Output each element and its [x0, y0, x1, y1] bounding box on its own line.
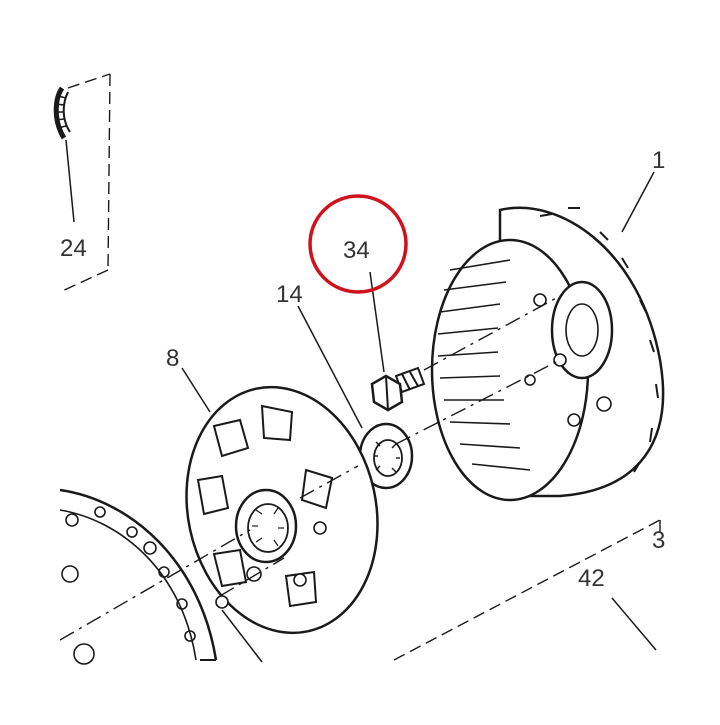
small-ball-part: [215, 595, 229, 609]
leader-line-14: [297, 305, 363, 429]
leader-line-42: [611, 597, 657, 651]
part-42-clutch-basket: [430, 206, 665, 502]
leader-line-lower: [221, 609, 263, 663]
callout-24: 24: [60, 235, 87, 262]
sub-assembly-frame: [59, 73, 111, 293]
callout-42: 42: [578, 565, 605, 592]
callout-34: 34: [343, 237, 370, 264]
callout-1: 1: [652, 147, 665, 174]
leader-line-8: [181, 367, 211, 413]
part-14-lock-washer: [358, 422, 414, 490]
part-34-bolt: [370, 366, 426, 412]
leader-line-24: [65, 139, 75, 223]
part-24-circlip: [53, 86, 71, 140]
callout-8: 8: [166, 345, 179, 372]
callout-14: 14: [276, 281, 303, 308]
callout-3: 3: [652, 527, 665, 554]
part-8-clutch-hub: [185, 385, 379, 635]
clutch-cover-part: [59, 488, 218, 665]
highlight-circle-34: [308, 194, 408, 294]
leader-line-1: [621, 171, 655, 233]
sub-assembly-frame-lower: [393, 519, 661, 661]
assembly-axis-lines: [59, 295, 561, 641]
